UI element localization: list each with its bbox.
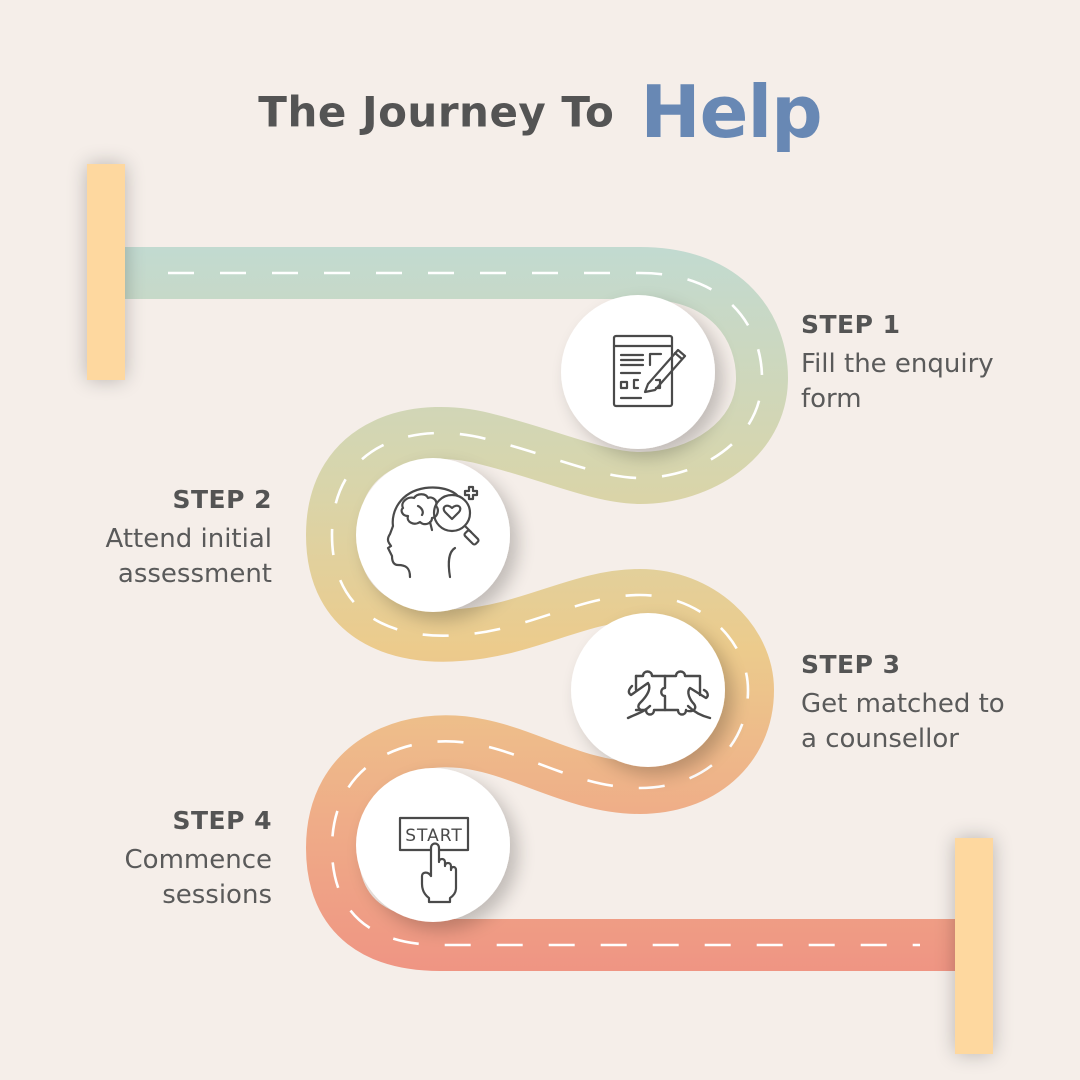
- step-2: STEP 2 Attend initial assessment: [20, 485, 272, 592]
- puzzle-hands-icon: [626, 670, 712, 720]
- step-4-desc-line1: Commence: [124, 845, 272, 875]
- step-4-desc-line2: sessions: [162, 880, 272, 910]
- start-post: [87, 164, 125, 380]
- step-3: STEP 3 Get matched to a counsellor: [801, 650, 1071, 757]
- head-brain-magnifier-icon: [386, 485, 480, 579]
- step-4-badge: START: [356, 768, 510, 922]
- start-button-text: START: [405, 826, 462, 846]
- step-1-badge: [561, 295, 715, 449]
- road-dashes: [168, 271, 920, 947]
- form-pencil-icon: [612, 334, 687, 408]
- step-2-desc-line1: Attend initial: [105, 524, 272, 554]
- step-2-badge: [356, 458, 510, 612]
- step-3-desc-line2: a counsellor: [801, 724, 959, 754]
- step-3-label: STEP 3: [801, 650, 901, 679]
- page-title: The Journey To Help: [0, 70, 1080, 154]
- step-2-desc-line2: assessment: [117, 559, 272, 589]
- step-1: STEP 1 Fill the enquiry form: [801, 310, 1061, 417]
- step-4: STEP 4 Commence sessions: [20, 806, 272, 913]
- title-accent: Help: [640, 70, 822, 154]
- step-1-desc-line1: Fill the enquiry: [801, 349, 994, 379]
- start-button-hand-icon: START: [398, 816, 470, 904]
- step-2-label: STEP 2: [172, 485, 272, 514]
- finish-post: [955, 838, 993, 1054]
- step-1-label: STEP 1: [801, 310, 901, 339]
- title-main: The Journey To: [258, 87, 615, 137]
- step-3-badge: [571, 613, 725, 767]
- step-1-desc-line2: form: [801, 384, 862, 414]
- step-3-desc-line1: Get matched to: [801, 689, 1005, 719]
- step-4-label: STEP 4: [172, 806, 272, 835]
